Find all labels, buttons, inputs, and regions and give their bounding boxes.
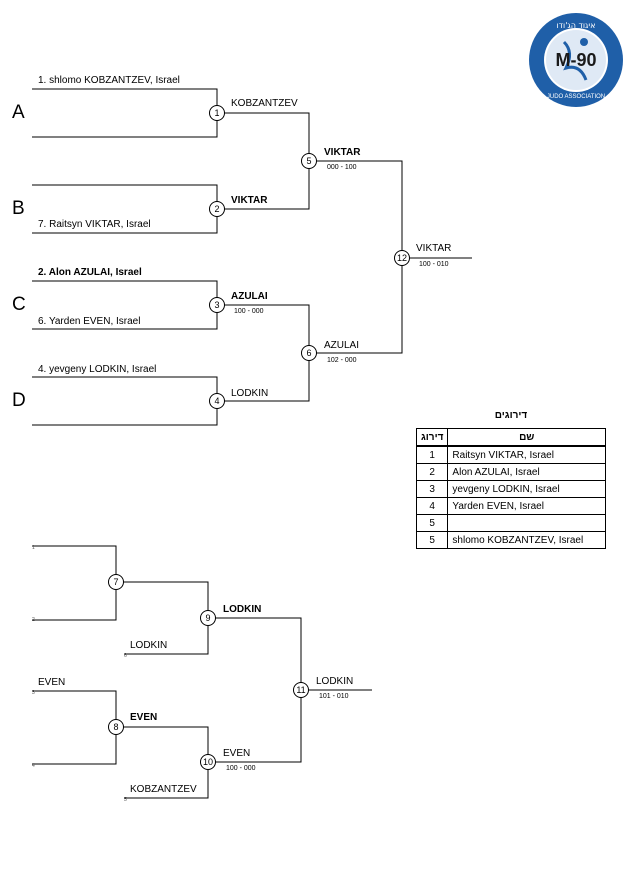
match-5-winner: VIKTAR (324, 147, 361, 158)
match-11-circle: 11 (293, 682, 309, 698)
pool-b-label: B (12, 198, 25, 219)
slot-6: 6 (124, 653, 127, 659)
competitor-4: 4. yevgeny LODKIN, Israel (38, 364, 157, 375)
match-3-score: 100 - 000 (234, 308, 264, 315)
rank-cell: 5 (415, 514, 449, 532)
match-5-circle: 5 (301, 153, 317, 169)
pool-a-label: A (12, 102, 25, 123)
svg-text:איגוד הג'ודו: איגוד הג'ודו (557, 21, 596, 30)
match-5-score: 000 - 100 (327, 164, 357, 171)
match-10-winner: EVEN (223, 748, 251, 759)
slot-1: 1 (32, 545, 35, 551)
slot-4: 4 (32, 763, 35, 769)
competitor-6: 6. Yarden EVEN, Israel (38, 316, 141, 327)
slot-2: 2 (32, 617, 35, 623)
rank-cell: 2 (415, 463, 449, 481)
final-winner: VIKTAR (416, 243, 452, 254)
match-1-winner: KOBZANTZEV (231, 98, 298, 109)
rank-cell: 3 (415, 480, 449, 498)
match-11-score: 101 - 010 (319, 693, 349, 700)
match-6-score: 102 - 000 (327, 357, 357, 364)
slot-3: 3 (32, 690, 35, 696)
match-4-winner: LODKIN (231, 388, 269, 399)
rank-cell: 4 (415, 497, 449, 515)
name-cell: shlomo KOBZANTZEV, Israel (447, 531, 606, 549)
match-9-winner: LODKIN (223, 604, 262, 615)
pool-d-label: D (12, 390, 26, 411)
ranking-title: דירוגים (494, 410, 528, 421)
match-11-winner: LODKIN (316, 676, 354, 687)
match-10-score: 100 - 000 (226, 765, 256, 772)
match-8-winner: EVEN (130, 712, 158, 723)
name-cell: Alon AZULAI, Israel (447, 463, 606, 481)
name-cell (447, 514, 606, 532)
rank-cell: 1 (415, 445, 449, 464)
logo-category: M-90 (555, 50, 596, 70)
name-cell: Yarden EVEN, Israel (447, 497, 606, 515)
name-cell: Raitsyn VIKTAR, Israel (447, 445, 606, 464)
match-2-circle: 2 (209, 201, 225, 217)
match-12-circle: 12 (394, 250, 410, 266)
competitor-2: 2. Alon AZULAI, Israel (38, 267, 142, 278)
match-7-circle: 7 (108, 574, 124, 590)
pool-c-label: C (12, 294, 26, 315)
table-row: 5 (415, 514, 606, 532)
match-1-circle: 1 (209, 105, 225, 121)
ranking-col-name: שם (447, 428, 606, 447)
judo-association-logo: איגוד הג'ודו JUDO ASSOCIATION M-90 (529, 13, 623, 107)
match-4-circle: 4 (209, 393, 225, 409)
ranking-col-rank: דירוג (415, 428, 449, 447)
match-6-circle: 6 (301, 345, 317, 361)
repechage-entrant-5: KOBZANTZEV (130, 784, 197, 795)
repechage-entrant-6: LODKIN (130, 640, 168, 651)
svg-text:JUDO ASSOCIATION: JUDO ASSOCIATION (547, 94, 605, 100)
match-10-circle: 10 (200, 754, 216, 770)
match-6-winner: AZULAI (324, 340, 360, 351)
competitor-1: 1. shlomo KOBZANTZEV, Israel (38, 75, 180, 86)
name-cell: yevgeny LODKIN, Israel (447, 480, 606, 498)
match-8-circle: 8 (108, 719, 124, 735)
match-3-circle: 3 (209, 297, 225, 313)
final-score: 100 - 010 (419, 261, 449, 268)
slot-5: 5 (124, 797, 127, 803)
repechage-entrant-3: EVEN (38, 677, 66, 688)
match-2-winner: VIKTAR (231, 195, 268, 206)
rank-cell: 5 (415, 531, 449, 549)
competitor-7: 7. Raitsyn VIKTAR, Israel (38, 219, 151, 230)
match-9-circle: 9 (200, 610, 216, 626)
match-3-winner: AZULAI (231, 291, 268, 302)
